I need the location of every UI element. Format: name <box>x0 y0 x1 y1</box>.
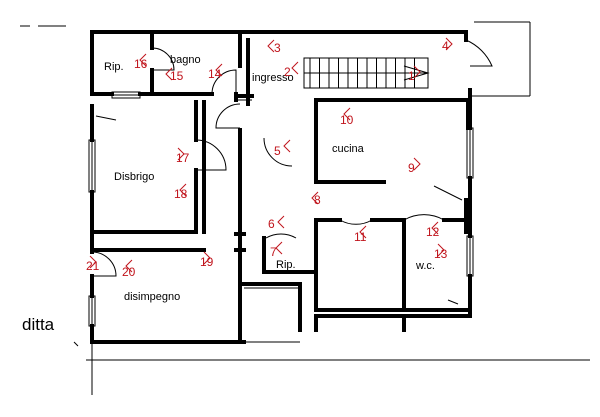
marker-number: 19 <box>200 255 214 269</box>
marker-number: 3 <box>274 41 281 55</box>
marker-number: 20 <box>122 265 136 279</box>
room-labels: Rip. bagno ingresso cucina Disbrigo Rip.… <box>22 54 435 334</box>
marker-arrow-icon <box>343 107 351 121</box>
photo-marker-17: 17 <box>176 147 190 165</box>
photo-marker-10: 10 <box>340 107 354 127</box>
marker-arrow-icon <box>413 65 421 79</box>
photo-marker-19: 19 <box>200 251 214 269</box>
photo-marker-8: 8 <box>311 191 321 207</box>
room-label-disimpegno: disimpegno <box>124 291 180 303</box>
room-label-disbrigo: Disbrigo <box>114 171 154 183</box>
marker-arrow-icon <box>177 147 185 161</box>
marker-arrow-icon <box>275 241 283 255</box>
marker-number: 14 <box>208 67 222 81</box>
marker-arrow-icon <box>311 191 319 205</box>
photo-marker-12: 12 <box>426 221 440 239</box>
room-label-rip-bottom: Rip. <box>276 259 296 271</box>
marker-number: 16 <box>134 57 148 71</box>
marker-arrow-icon <box>437 243 445 257</box>
photo-marker-1: 1 <box>408 65 421 83</box>
marker-arrow-icon <box>165 67 173 81</box>
thin-lines <box>86 21 590 395</box>
marker-number: 13 <box>434 247 448 261</box>
marker-arrow-icon <box>431 221 439 235</box>
room-label-cucina: cucina <box>332 143 365 155</box>
marker-number: 21 <box>86 259 100 273</box>
marker-arrow-icon <box>203 251 211 265</box>
marker-number: 18 <box>174 187 188 201</box>
photo-marker-15: 15 <box>165 67 184 83</box>
marker-number: 5 <box>274 144 281 158</box>
marker-number: 7 <box>270 245 277 259</box>
photo-marker-2: 2 <box>284 61 299 79</box>
company-label: ditta <box>22 315 55 334</box>
marker-arrow-icon <box>215 63 223 77</box>
photo-marker-21: 21 <box>86 255 100 273</box>
marker-arrow-icon <box>277 215 285 229</box>
doors <box>73 39 493 347</box>
photo-marker-7: 7 <box>270 241 283 259</box>
marker-arrow-icon <box>179 183 187 197</box>
marker-arrow-icon <box>291 61 299 75</box>
staircase <box>303 57 430 89</box>
marker-number: 2 <box>284 65 291 79</box>
windows <box>88 91 474 327</box>
marker-number: 8 <box>314 193 321 207</box>
marker-arrow-icon <box>125 259 133 273</box>
photo-marker-3: 3 <box>267 39 281 55</box>
marker-number: 4 <box>442 39 449 53</box>
room-label-bagno: bagno <box>170 54 201 66</box>
marker-arrow-icon <box>267 39 275 53</box>
photo-marker-6: 6 <box>268 215 285 231</box>
marker-arrow-icon <box>89 255 97 269</box>
photo-marker-9: 9 <box>408 157 421 175</box>
photo-marker-18: 18 <box>174 183 188 201</box>
marker-number: 11 <box>354 230 367 244</box>
marker-number: 15 <box>170 69 184 83</box>
room-label-wc: w.c. <box>415 260 435 272</box>
marker-number: 6 <box>268 217 275 231</box>
marker-arrow-icon <box>413 157 421 171</box>
photo-marker-11: 11 <box>354 225 367 244</box>
marker-number: 1 <box>408 69 415 83</box>
marker-number: 12 <box>426 225 440 239</box>
marker-arrow-icon <box>359 225 367 239</box>
room-label-rip-top: Rip. <box>104 61 124 73</box>
marker-number: 9 <box>408 161 415 175</box>
photo-marker-13: 13 <box>434 243 448 261</box>
photo-marker-5: 5 <box>274 139 291 158</box>
marker-arrow-icon <box>445 37 453 51</box>
photo-marker-20: 20 <box>122 259 136 279</box>
room-label-ingresso: ingresso <box>252 72 294 84</box>
photo-marker-14: 14 <box>208 63 223 81</box>
marker-number: 10 <box>340 113 354 127</box>
photo-marker-16: 16 <box>134 53 148 71</box>
marker-number: 17 <box>176 151 190 165</box>
marker-arrow-icon <box>283 139 291 153</box>
photo-marker-4: 4 <box>442 37 453 53</box>
marker-arrow-icon <box>139 53 147 67</box>
